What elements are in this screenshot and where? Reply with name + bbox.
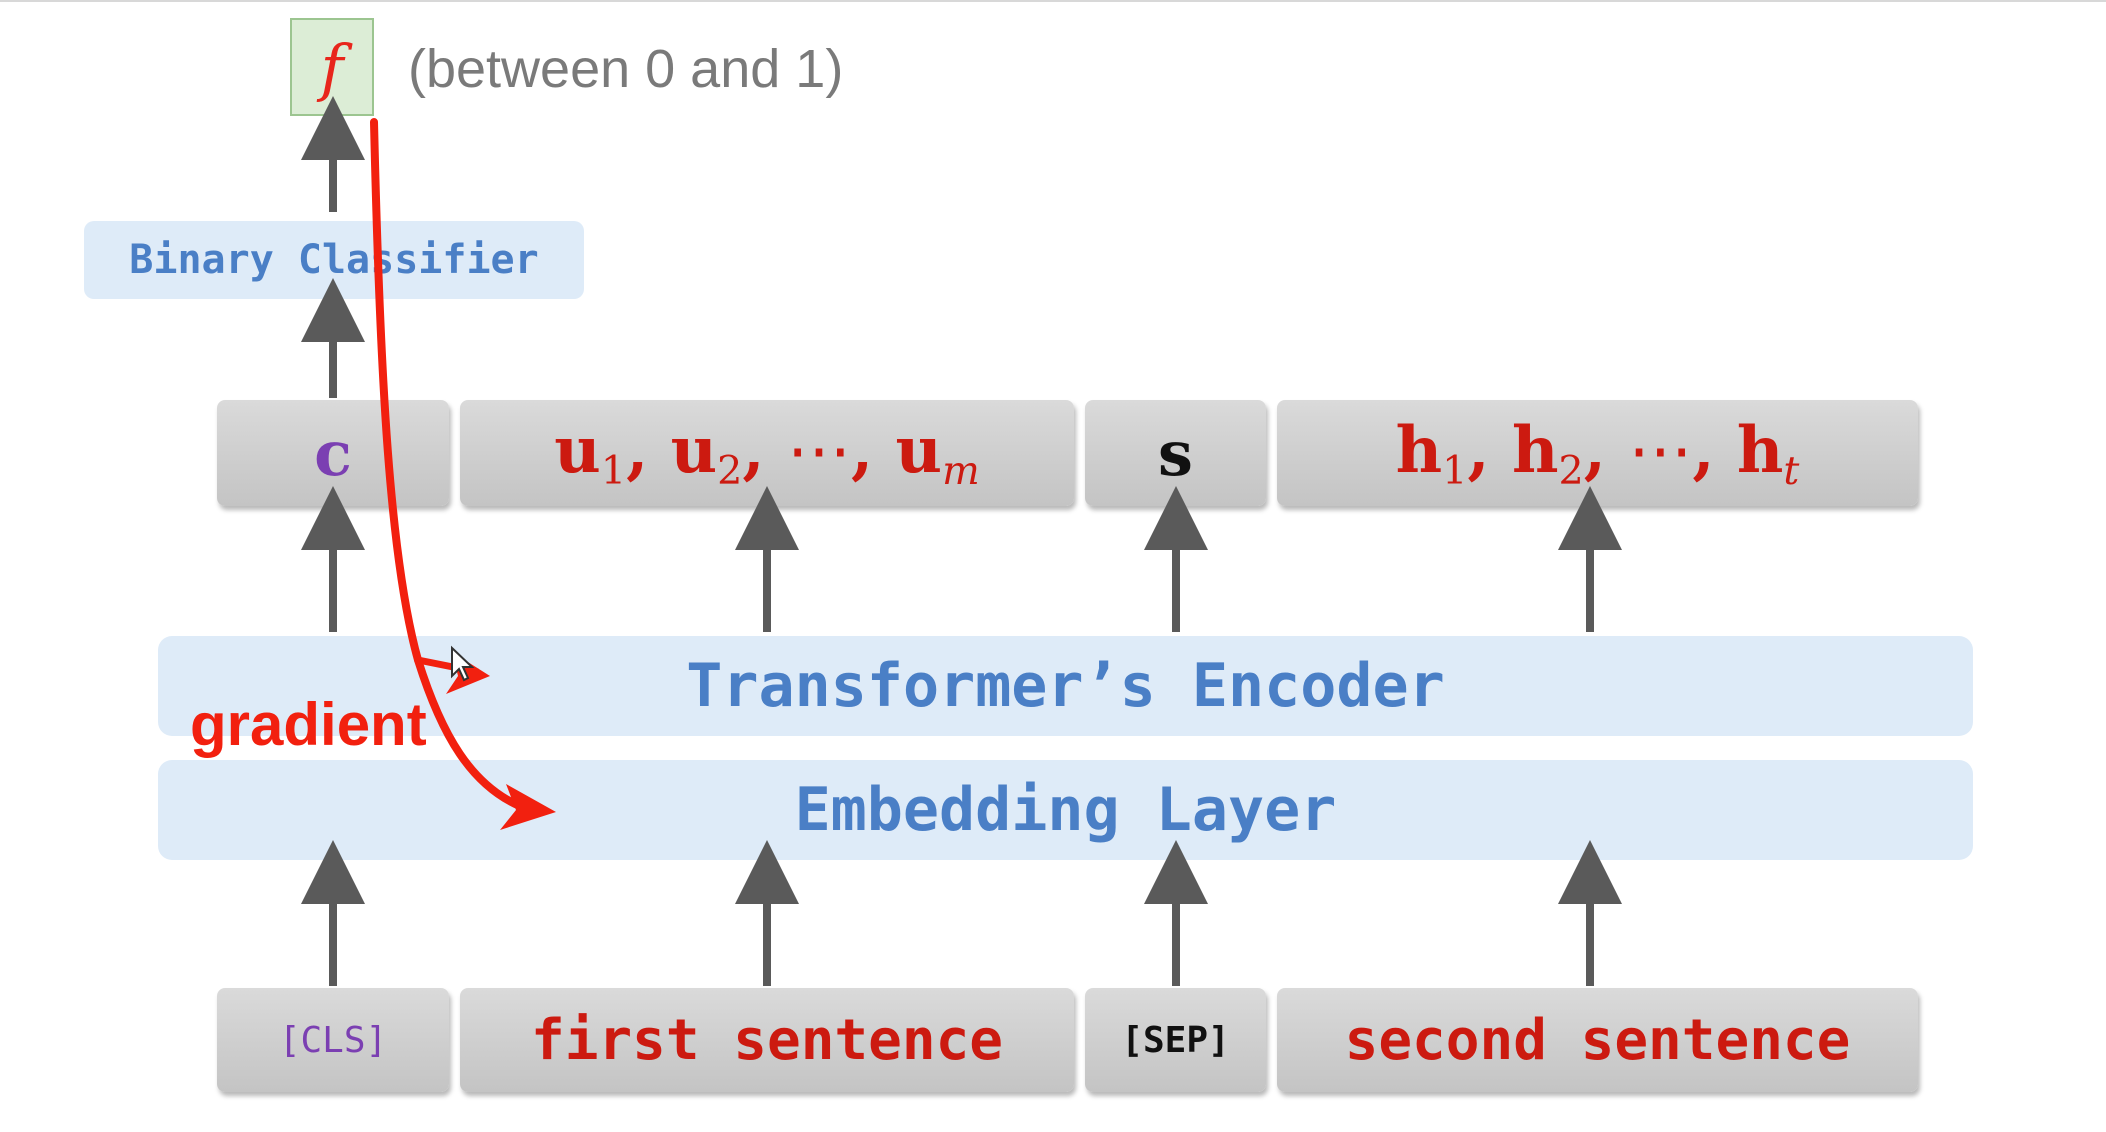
output-range-note: (between 0 and 1) bbox=[408, 39, 844, 99]
u2-symbol: u bbox=[670, 412, 718, 488]
output-c-label: c bbox=[314, 416, 352, 490]
input-cls-token: [CLS] bbox=[217, 988, 449, 1092]
output-u-sequence-box: u1, u2, ⋯, um bbox=[460, 400, 1074, 506]
grey-arrows-inputs-to-embedding bbox=[301, 840, 1622, 986]
grey-arrows-encoder-to-outputs bbox=[301, 486, 1622, 632]
input-first-sentence: first sentence bbox=[460, 988, 1074, 1092]
output-h-sequence: h1, h2, ⋯, ht bbox=[1396, 413, 1800, 494]
output-u-sequence: u1, u2, ⋯, um bbox=[554, 413, 979, 494]
ellipsis: ⋯ bbox=[786, 413, 851, 488]
u1-symbol: u bbox=[554, 412, 601, 488]
transformer-encoder-label: Transformer’s Encoder bbox=[686, 651, 1445, 721]
input-second-sentence: second sentence bbox=[1277, 988, 1918, 1092]
comma: , bbox=[1692, 412, 1715, 488]
top-border bbox=[0, 0, 2106, 2]
input-first-sentence-label: first sentence bbox=[530, 1007, 1003, 1073]
ellipsis: ⋯ bbox=[1628, 413, 1693, 488]
input-sep-label: [SEP] bbox=[1121, 1019, 1230, 1061]
ht-subscript: t bbox=[1783, 447, 1800, 494]
output-f-symbol: f bbox=[320, 30, 344, 104]
embedding-layer-label: Embedding Layer bbox=[794, 775, 1337, 845]
h1-subscript: 1 bbox=[1442, 447, 1468, 494]
output-s-box: s bbox=[1085, 400, 1266, 506]
h2-subscript: 2 bbox=[1558, 447, 1584, 494]
output-h-sequence-box: h1, h2, ⋯, ht bbox=[1277, 400, 1918, 506]
h1-symbol: h bbox=[1395, 412, 1443, 488]
comma: , bbox=[1467, 412, 1490, 488]
h2-symbol: h bbox=[1511, 412, 1559, 488]
binary-classifier-label: Binary Classifier bbox=[129, 237, 539, 283]
embedding-layer: Embedding Layer bbox=[158, 760, 1973, 860]
input-cls-label: [CLS] bbox=[278, 1019, 388, 1061]
u2-subscript: 2 bbox=[717, 447, 743, 494]
um-symbol: u bbox=[895, 412, 943, 488]
comma: , bbox=[626, 412, 649, 488]
binary-classifier-box: Binary Classifier bbox=[84, 221, 584, 299]
comma: , bbox=[742, 412, 765, 488]
comma: , bbox=[1583, 412, 1607, 488]
comma: , bbox=[850, 412, 874, 488]
u1-subscript: 1 bbox=[600, 447, 627, 494]
output-f-box: f bbox=[290, 18, 374, 116]
gradient-label: gradient bbox=[190, 691, 427, 758]
gradient-curve-upper bbox=[370, 118, 422, 664]
input-sep-token: [SEP] bbox=[1085, 988, 1266, 1092]
ht-symbol: h bbox=[1736, 412, 1784, 488]
um-subscript: m bbox=[942, 447, 980, 494]
output-c-box: c bbox=[217, 400, 449, 506]
input-second-sentence-label: second sentence bbox=[1344, 1007, 1851, 1073]
output-s-label: s bbox=[1158, 416, 1193, 490]
transformer-encoder-layer: Transformer’s Encoder bbox=[158, 636, 1973, 736]
